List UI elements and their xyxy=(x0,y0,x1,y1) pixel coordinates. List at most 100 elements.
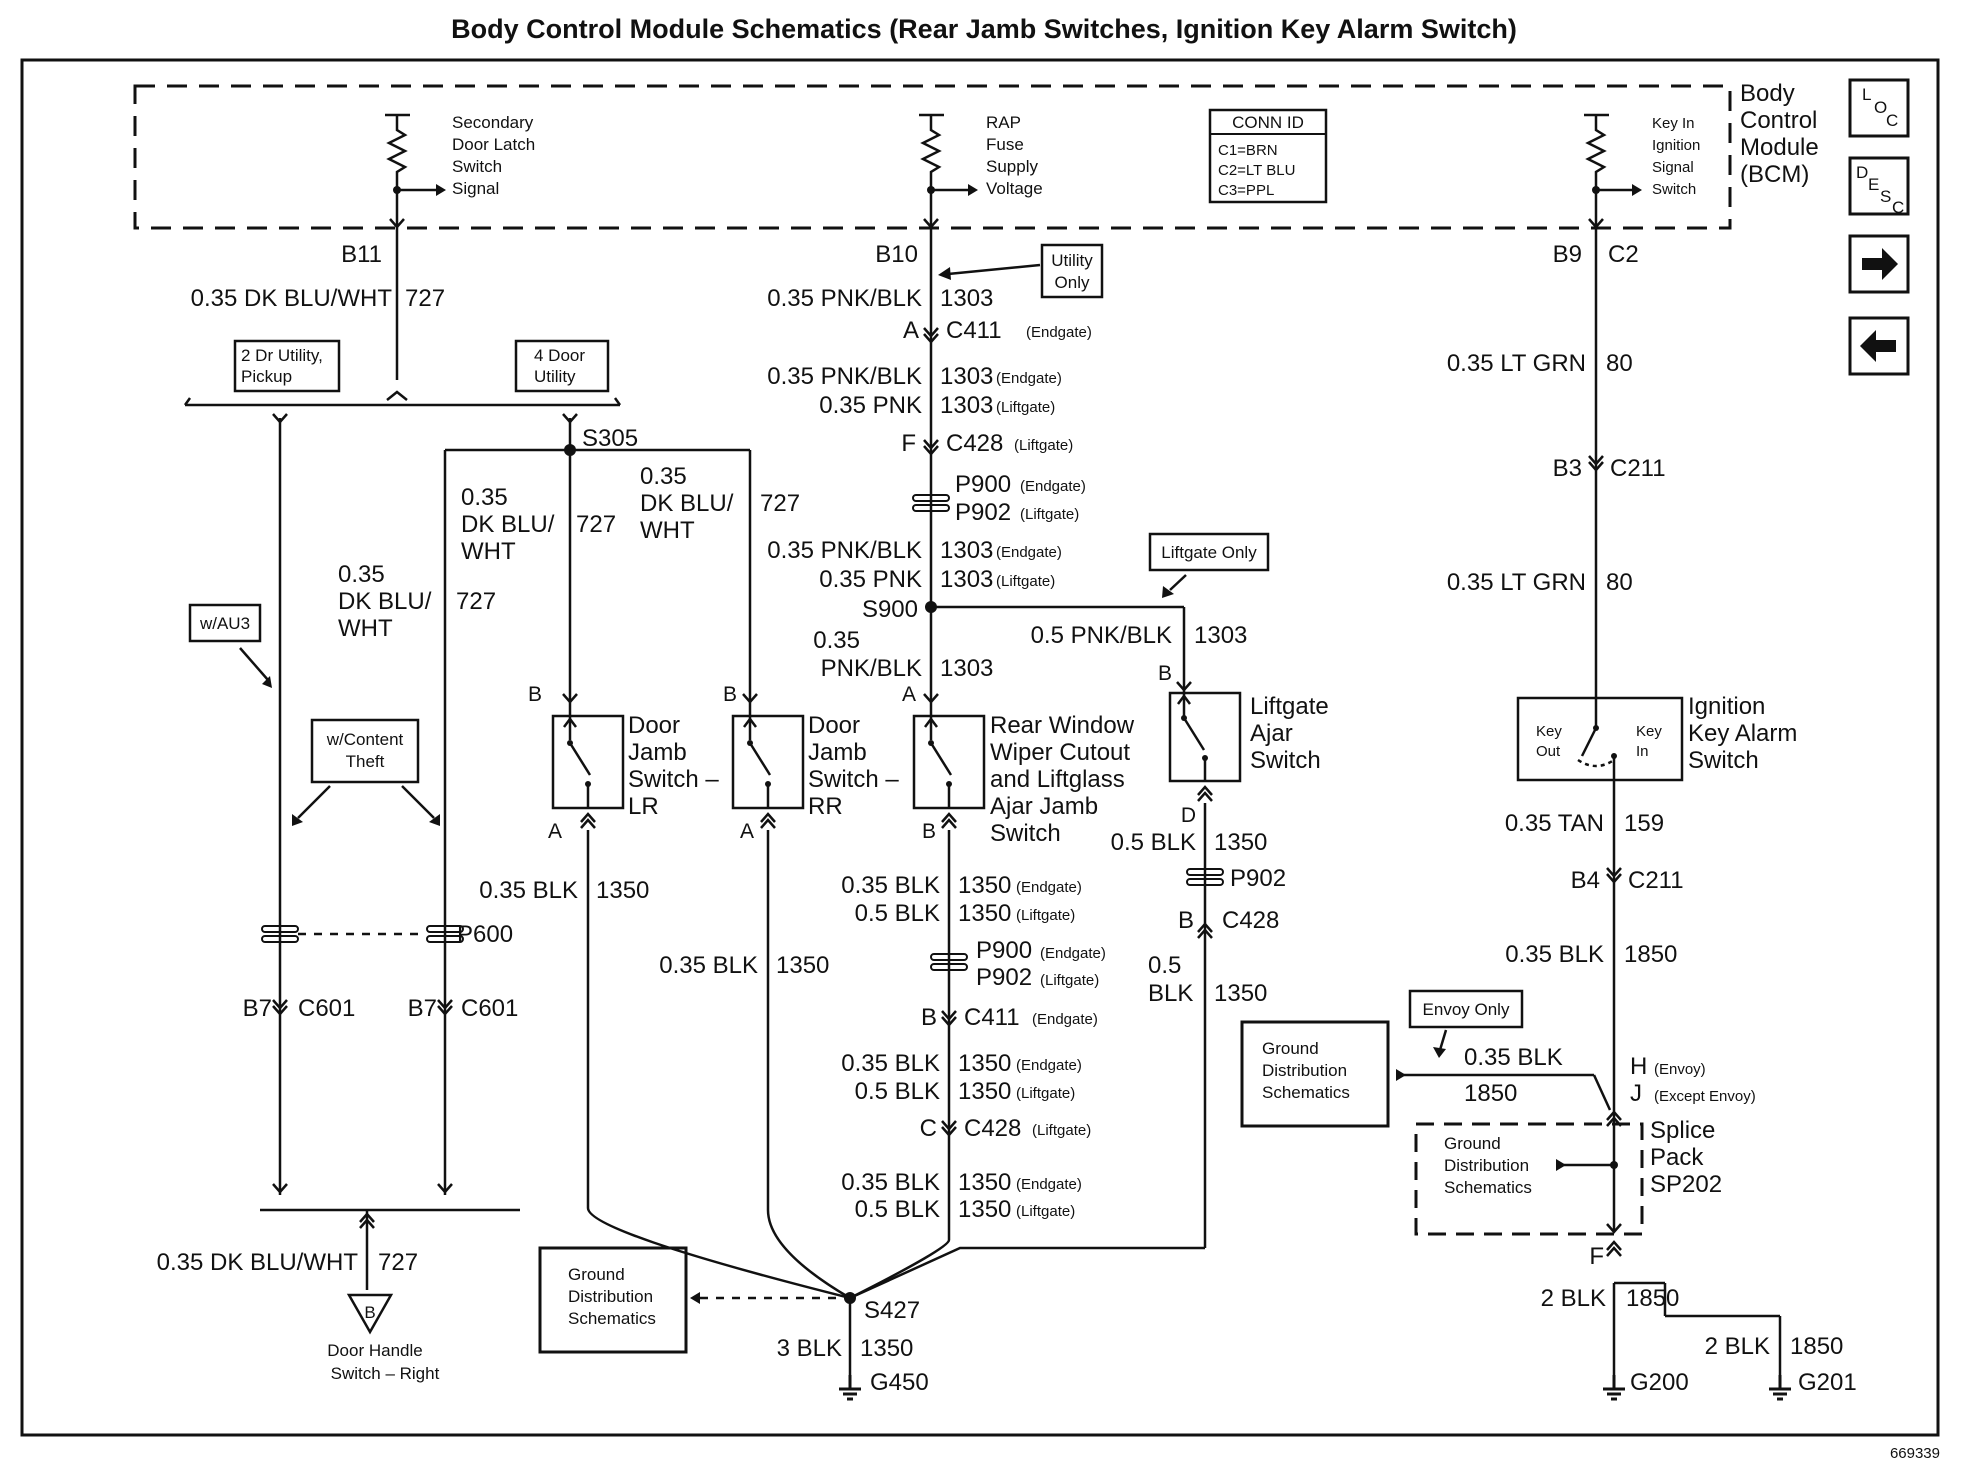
circuit-number: 1303 xyxy=(940,566,993,593)
wire-label: 0.35 DK BLU/ WHT 727 xyxy=(461,484,616,565)
svg-text:A: A xyxy=(902,683,916,706)
svg-text:Ground: Ground xyxy=(1444,1134,1501,1153)
svg-text:2 Dr Utility,: 2 Dr Utility, xyxy=(241,346,323,365)
svg-text:0.35: 0.35 xyxy=(640,463,687,490)
svg-text:(Liftgate): (Liftgate) xyxy=(1040,972,1099,989)
rear-window-wiper-switch: A B Rear Window Wiper Cutout and Liftgla… xyxy=(902,683,1135,847)
circuit-number: 1303 xyxy=(940,655,993,682)
circuit-number: 1303 xyxy=(940,537,993,564)
circuit-number: 1350 xyxy=(958,872,1011,899)
wire-color: 0.35 PNK/BLK xyxy=(767,363,922,390)
svg-text:0.35: 0.35 xyxy=(461,484,508,511)
svg-text:Utility: Utility xyxy=(534,367,576,386)
splice-pack-sp202: Splice Pack SP202 xyxy=(1414,1117,1722,1236)
wire-color: 0.35 BLK xyxy=(479,877,578,904)
svg-text:Theft: Theft xyxy=(346,752,385,771)
plug-label: P900 xyxy=(976,937,1032,964)
ground-distribution-box-center[interactable]: Ground Distribution Schematics xyxy=(538,1246,688,1354)
conn-id-box: CONN ID C1=BRN C2=LT BLU C3=PPL xyxy=(1208,108,1328,204)
svg-text:Door: Door xyxy=(808,712,860,739)
svg-text:RR: RR xyxy=(808,793,843,820)
wire-color: 0.35 DK BLU/WHT xyxy=(157,1249,359,1276)
wire-color: 0.35 BLK xyxy=(1505,941,1604,968)
wire-color: 0.35 TAN xyxy=(1505,810,1604,837)
wau3-option-box: w/AU3 xyxy=(188,603,272,688)
svg-text:(Liftgate): (Liftgate) xyxy=(1016,907,1075,924)
svg-text:Supply: Supply xyxy=(986,157,1038,176)
ground-label: G201 xyxy=(1798,1369,1857,1396)
svg-text:SP202: SP202 xyxy=(1650,1171,1722,1198)
s427-splice xyxy=(844,1292,856,1304)
s305-splice xyxy=(564,444,576,456)
wire-label: 0.35 DK BLU/ WHT 727 xyxy=(640,463,800,544)
wire-color: 0.35 BLK xyxy=(841,1169,940,1196)
svg-text:(Liftgate): (Liftgate) xyxy=(996,399,1055,416)
circuit-number: 727 xyxy=(405,285,445,312)
location-button[interactable]: L O C xyxy=(1848,78,1910,138)
svg-text:Distribution: Distribution xyxy=(568,1287,653,1306)
pin-label: F xyxy=(901,430,916,457)
svg-text:A: A xyxy=(548,820,562,843)
svg-text:4 Door: 4 Door xyxy=(534,346,585,365)
pin-label: B4 xyxy=(1571,867,1600,894)
svg-text:In: In xyxy=(1636,743,1649,760)
svg-text:Body: Body xyxy=(1740,80,1795,107)
ground-distribution-box-right[interactable]: Ground Distribution Schematics xyxy=(1240,1020,1390,1128)
svg-text:w/Content: w/Content xyxy=(326,730,404,749)
ground-distribution-ref-splice[interactable]: Ground Distribution Schematics xyxy=(1444,1134,1532,1197)
connector-label: C428 xyxy=(946,430,1003,457)
svg-text:Envoy Only: Envoy Only xyxy=(1423,1000,1510,1019)
b10-label: B10 xyxy=(875,241,918,268)
svg-text:(Envoy): (Envoy) xyxy=(1654,1061,1706,1078)
svg-text:Key: Key xyxy=(1636,723,1662,740)
connector-label: C2 xyxy=(1608,241,1639,268)
svg-text:Switch – Right: Switch – Right xyxy=(331,1364,440,1383)
svg-text:Signal: Signal xyxy=(1652,159,1694,176)
svg-text:Jamb: Jamb xyxy=(628,739,687,766)
svg-text:B: B xyxy=(723,683,737,706)
content-theft-option-box: w/Content Theft xyxy=(292,718,440,826)
pin-label: B xyxy=(1178,907,1194,934)
svg-text:727: 727 xyxy=(576,511,616,538)
svg-text:(Endgate): (Endgate) xyxy=(1040,945,1106,962)
svg-text:Switch: Switch xyxy=(1250,747,1321,774)
wire-color: 0.5 BLK xyxy=(855,1078,940,1105)
svg-text:(BCM): (BCM) xyxy=(1740,161,1809,188)
circuit-number: 1303 xyxy=(940,285,993,312)
pin-label: B xyxy=(921,1004,937,1031)
forward-button[interactable] xyxy=(1848,234,1910,294)
svg-text:Switch: Switch xyxy=(990,820,1061,847)
circuit-number: 1350 xyxy=(958,1050,1011,1077)
svg-text:Control: Control xyxy=(1740,107,1817,134)
svg-text:C2=LT BLU: C2=LT BLU xyxy=(1218,162,1295,179)
wire-label: 0.35 DK BLU/ WHT 727 xyxy=(338,561,496,642)
svg-text:Key Alarm: Key Alarm xyxy=(1688,720,1797,747)
svg-text:Liftgate: Liftgate xyxy=(1250,693,1329,720)
svg-text:A: A xyxy=(740,820,754,843)
svg-text:Switch: Switch xyxy=(452,157,502,176)
wire-color: 0.5 PNK/BLK xyxy=(1031,622,1172,649)
connector-label: C428 xyxy=(1222,907,1279,934)
svg-text:(Liftgate): (Liftgate) xyxy=(1016,1085,1075,1102)
description-button[interactable]: D E S C xyxy=(1848,156,1910,217)
svg-text:Key In: Key In xyxy=(1652,115,1695,132)
svg-text:(Endgate): (Endgate) xyxy=(1016,879,1082,896)
pin-label: H xyxy=(1630,1053,1647,1080)
door-jamb-switch-lr: B A Door Jamb Switch – LR xyxy=(528,683,719,1208)
wire-color: PNK/BLK xyxy=(821,655,922,682)
svg-text:Jamb: Jamb xyxy=(808,739,867,766)
back-button[interactable] xyxy=(1848,316,1910,376)
circuit-number: 1850 xyxy=(1624,941,1677,968)
svg-text:727: 727 xyxy=(456,588,496,615)
page-title: Body Control Module Schematics (Rear Jam… xyxy=(451,14,1517,44)
svg-text:B: B xyxy=(922,820,936,843)
circuit-number: 1350 xyxy=(596,877,649,904)
svg-text:Pack: Pack xyxy=(1650,1144,1704,1171)
svg-text:CONN ID: CONN ID xyxy=(1232,113,1304,132)
door-handle-reference: B Door Handle Switch – Right xyxy=(327,1293,440,1383)
wire-color: 0.5 BLK xyxy=(855,1196,940,1223)
bcm-label: Body Control Module (BCM) xyxy=(1740,80,1819,188)
utility-only-box: Utility Only xyxy=(938,243,1104,299)
svg-text:E: E xyxy=(1868,175,1879,194)
